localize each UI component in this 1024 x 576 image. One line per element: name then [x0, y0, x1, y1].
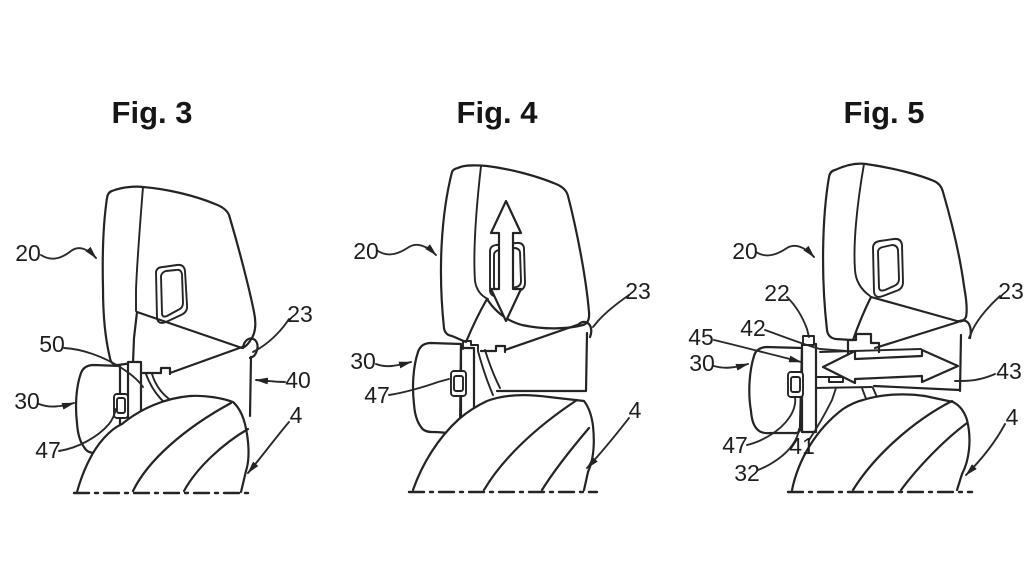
fig4-title: Fig. 4: [457, 95, 539, 130]
fig4-label-30: 30: [350, 348, 376, 374]
fig3-emblem-inner: [160, 268, 184, 318]
fig4-bracket-ledge: [479, 344, 507, 354]
fig5-cushion-pleats: [851, 399, 969, 492]
fig3-label-20: 20: [15, 240, 41, 266]
fig3-headrest-seam: [135, 186, 144, 312]
fig5-leader-42: [764, 329, 847, 352]
fig4-plate-tab: [462, 340, 479, 351]
fig5-seatback-top-edge: [873, 320, 960, 350]
fig4-seatback-edges: [495, 331, 589, 393]
fig4-leader-20: [377, 243, 437, 256]
fig3-seatback-corner-tab: [241, 337, 259, 360]
fig3-bracket-ledge: [141, 366, 172, 376]
fig3-label-40: 40: [285, 367, 311, 393]
fig3-clip-inner: [116, 397, 126, 414]
fig3-seatback-top-edge: [168, 344, 247, 375]
fig3-leader-20: [40, 246, 97, 260]
fig5-label-41: 41: [789, 433, 815, 459]
fig5-leader-4: [965, 423, 1006, 476]
fig4-leader-47: [388, 378, 450, 396]
fig3-leader-30: [38, 402, 75, 410]
fig5-leftright-arrow-icon: [821, 348, 960, 385]
fig3-cushion-pleats: [131, 401, 250, 493]
fig4-updown-arrow-icon: [489, 199, 523, 323]
fig5-clip-inner: [790, 376, 801, 393]
fig3-cushion-outline: [75, 394, 250, 494]
fig3-label-23: 23: [287, 301, 313, 327]
fig4-leader-30: [375, 361, 412, 369]
fig5-leader-23: [968, 295, 1001, 339]
fig3-leader-23: [252, 318, 290, 353]
fig5-leader-22: [786, 296, 810, 338]
fig3-label-50: 50: [39, 331, 65, 357]
fig5-emblem-inner: [877, 244, 900, 292]
fig3-seatback-right-edge: [248, 355, 253, 418]
fig4-group: Fig. 4 20 23 30 47 4: [350, 95, 651, 494]
fig4-label-23: 23: [625, 278, 651, 304]
fig5-label-22: 22: [764, 280, 790, 306]
fig3-label-30: 30: [14, 388, 40, 414]
fig3-label-4: 4: [290, 402, 303, 428]
fig4-label-47: 47: [364, 382, 390, 408]
fig5-leader-32: [757, 428, 800, 471]
fig5-leader-45: [713, 339, 802, 363]
fig5-mount-plate: [800, 342, 818, 434]
fig5-cushion-outline: [790, 393, 971, 492]
fig4-clip-inner: [453, 375, 464, 392]
fig5-title: Fig. 5: [844, 95, 925, 130]
fig5-label-30: 30: [689, 350, 715, 376]
fig4-label-4: 4: [629, 397, 642, 423]
fig5-label-47: 47: [722, 432, 748, 458]
fig3-emblem-icon: [155, 263, 189, 324]
fig5-group: Fig. 5: [688, 95, 1024, 494]
fig5-label-20: 20: [732, 238, 758, 264]
fig5-label-32: 32: [734, 460, 760, 486]
fig4-seatback-top-edge: [503, 323, 579, 352]
fig4-label-20: 20: [353, 238, 379, 264]
fig4-neck-support: [477, 349, 501, 396]
fig4-leader-23: [592, 294, 630, 328]
fig4-seatback-corner-tab: [575, 320, 593, 339]
fig5-label-43: 43: [996, 358, 1022, 384]
fig5-leader-41: [808, 387, 837, 441]
fig3-leader-4: [247, 421, 290, 474]
fig5-side-pad: [748, 345, 804, 435]
fig3-title: Fig. 3: [112, 95, 193, 130]
fig5-leader-47: [746, 397, 797, 446]
fig4-cushion-pleats: [482, 398, 591, 492]
fig3-cushion-fill: [77, 395, 249, 492]
fig5-headrest-outline: [821, 162, 968, 342]
fig5-leader-43: [954, 373, 996, 382]
fig5-seatback-corner-tab: [955, 319, 972, 340]
fig5-leader-30: [713, 363, 749, 371]
fig3-headrest-outline: [101, 185, 257, 367]
fig3-leader-40: [255, 377, 286, 385]
fig4-cushion-fill: [413, 395, 594, 490]
fig3-neck-support: [145, 373, 170, 404]
fig5-headrest-seam: [853, 163, 871, 297]
fig4-leader-4: [586, 417, 630, 469]
fig4-headrest-outline: [439, 164, 591, 344]
fig4-headrest-seam: [473, 165, 489, 300]
fig3-leader-47: [58, 408, 117, 452]
fig5-label-42: 42: [740, 315, 766, 341]
fig5-label-45: 45: [688, 324, 714, 350]
fig5-label-4: 4: [1006, 404, 1019, 430]
fig3-leader-50: [63, 347, 144, 388]
fig3-group: Fig. 3 20 50 30 47 23: [14, 95, 313, 495]
fig5-label-23: 23: [998, 278, 1024, 304]
fig4-cushion-outline: [411, 394, 595, 492]
fig3-label-47: 47: [35, 437, 61, 463]
fig5-emblem-icon: [872, 237, 904, 298]
fig5-guide-rails: [813, 348, 922, 389]
fig5-leader-20: [755, 244, 815, 258]
